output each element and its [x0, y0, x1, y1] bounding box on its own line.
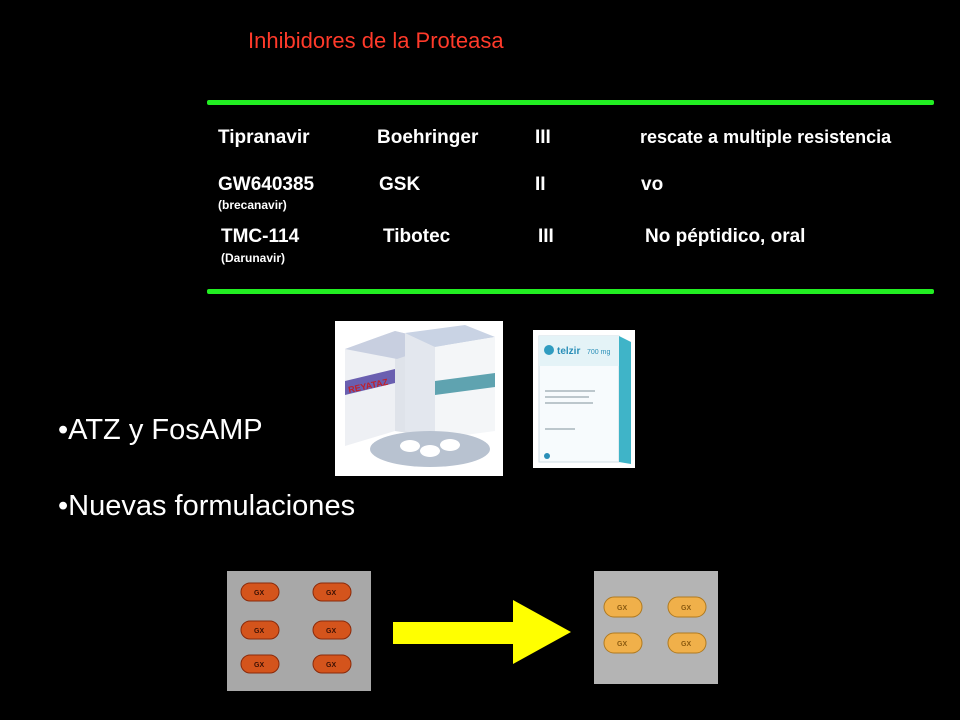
row-3-drug-subname: (Darunavir)	[221, 251, 286, 265]
arrow-right-icon	[393, 600, 571, 664]
new-tablet-mark-1: GX	[617, 605, 627, 612]
row-1-company: Boehringer	[377, 127, 479, 148]
bullet-atz-fosamp: •ATZ y FosAMP	[58, 414, 263, 446]
row-3-phase: III	[538, 226, 554, 247]
old-tablet-mark-2: GX	[326, 590, 336, 597]
telzir-strength-text: 700 mg	[587, 349, 610, 356]
telzir-box-photo: telzir 700 mg	[533, 330, 635, 468]
row-3-drug: TMC-114	[221, 226, 300, 247]
row-2-phase: II	[535, 174, 546, 195]
telzir-brand-text: telzir	[557, 346, 580, 357]
row-2-drug-subname: (brecanavir)	[218, 198, 287, 212]
row-2-company: GSK	[379, 174, 421, 195]
top-divider	[207, 100, 934, 105]
bullet-nuevas-formulaciones: •Nuevas formulaciones	[58, 490, 356, 522]
old-tablet-mark-6: GX	[326, 662, 336, 669]
new-tablet-mark-2: GX	[681, 605, 691, 612]
row-2-note: vo	[641, 174, 664, 195]
row-2-drug: GW640385	[218, 174, 315, 195]
row-3-company: Tibotec	[383, 226, 451, 247]
old-tablet-mark-4: GX	[326, 628, 336, 635]
reyataz-boxes-photo: REYATAZ	[335, 321, 503, 476]
old-tablet-mark-3: GX	[254, 628, 264, 635]
row-3-note: No péptidico, oral	[645, 226, 806, 247]
old-tablets-photo: GX GX GX GX GX GX	[227, 571, 371, 691]
row-1-note: rescate a multiple resistencia	[640, 127, 892, 147]
new-tablets-photo: GX GX GX GX	[594, 571, 718, 684]
bottom-divider	[207, 289, 934, 294]
row-1-drug: Tipranavir	[218, 127, 310, 148]
row-1-phase: III	[535, 127, 551, 148]
new-tablet-mark-4: GX	[681, 641, 691, 648]
old-tablet-mark-5: GX	[254, 662, 264, 669]
slide-title: Inhibidores de la Proteasa	[248, 28, 504, 53]
new-tablet-mark-3: GX	[617, 641, 627, 648]
old-tablet-mark-1: GX	[254, 590, 264, 597]
